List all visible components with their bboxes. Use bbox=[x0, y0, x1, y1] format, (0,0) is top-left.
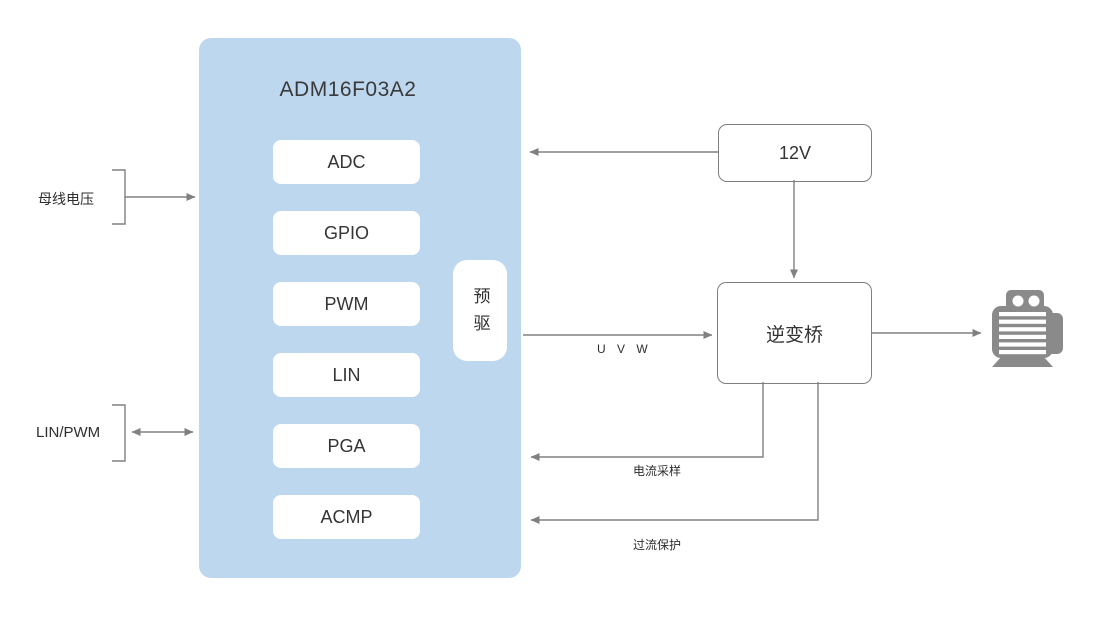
peripheral-box-acmp: ACMP bbox=[273, 495, 420, 539]
inverter-bridge-box: 逆变桥 bbox=[717, 282, 872, 384]
current-sampling-label: 电流采样 bbox=[633, 464, 682, 478]
lin-pwm-label: LIN/PWM bbox=[36, 424, 101, 441]
current-sampling-arrow bbox=[530, 382, 764, 461]
predriver-box: 预驱 bbox=[453, 260, 507, 361]
peripheral-box-pwm: PWM bbox=[273, 282, 420, 326]
power-12v-box: 12V bbox=[718, 124, 872, 182]
peripheral-box-lin: LIN bbox=[273, 353, 420, 397]
bus-voltage-label: 母线电压 bbox=[38, 191, 94, 207]
motor-icon bbox=[992, 290, 1063, 367]
uvw-label: U V W bbox=[597, 342, 652, 356]
lin-pwm-bracket bbox=[112, 404, 126, 462]
mcu-title: ADM16F03A2 bbox=[279, 78, 417, 101]
overcurrent-protection-label: 过流保护 bbox=[633, 538, 682, 552]
bus-voltage-bracket bbox=[112, 169, 126, 225]
peripheral-box-pga: PGA bbox=[273, 424, 420, 468]
peripheral-box-adc: ADC bbox=[273, 140, 420, 184]
overcurrent-protection-arrow bbox=[530, 382, 819, 524]
peripheral-box-gpio: GPIO bbox=[273, 211, 420, 255]
